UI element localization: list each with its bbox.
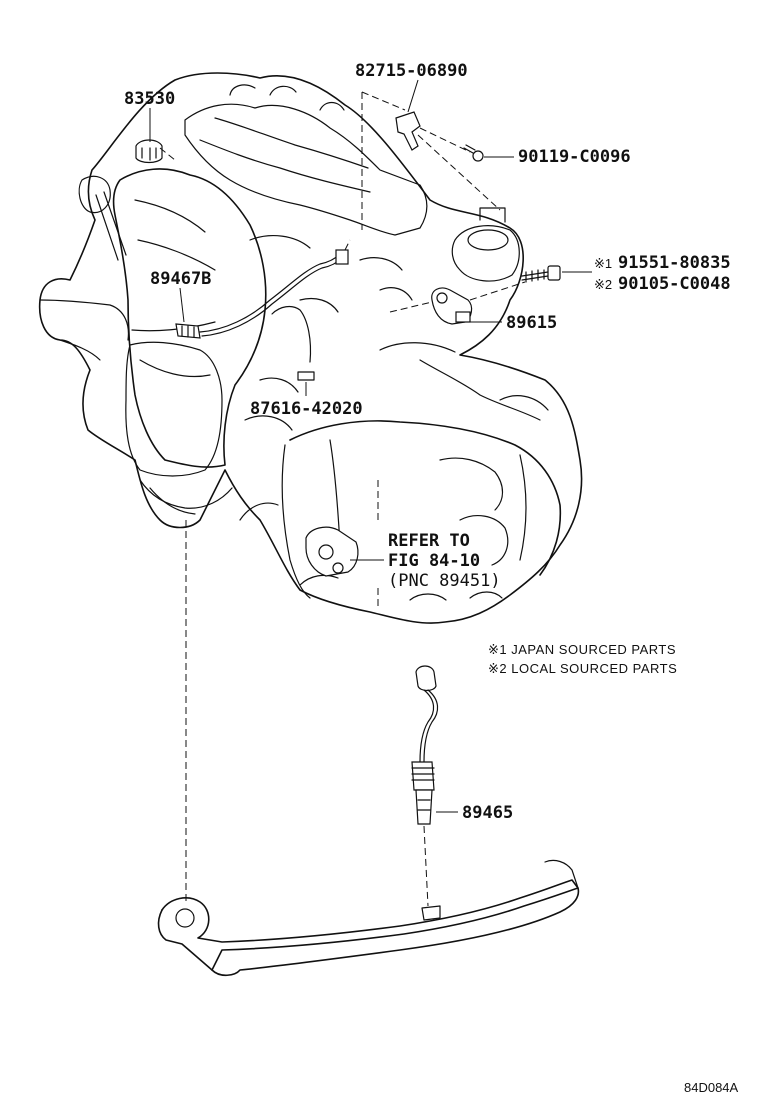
bolt-91551-icon xyxy=(521,265,561,283)
part-label-90105-c0048: 90105-C0048 xyxy=(618,274,731,294)
note-japan-sourced: ※1 JAPAN SOURCED PARTS xyxy=(488,642,676,657)
wire-protector-icon xyxy=(271,305,315,381)
locator-lines xyxy=(159,91,526,907)
knock-sensor-icon xyxy=(431,287,473,325)
part-label-89615: 89615 xyxy=(506,313,557,333)
air-fuel-sensor-icon xyxy=(175,249,349,339)
wire-harness-clamp-icon xyxy=(395,111,421,151)
part-label-90119-c0096: 90119-C0096 xyxy=(518,147,631,167)
speed-sensor-icon xyxy=(305,526,359,577)
part-label-91551-80835: 91551-80835 xyxy=(618,253,731,273)
part-label-89465: 89465 xyxy=(462,803,513,823)
part-label-87616-42020: 87616-42020 xyxy=(250,399,363,419)
drawing-code: 84D084A xyxy=(684,1080,739,1095)
bolt-90119-icon xyxy=(463,144,484,162)
oxygen-sensor-icon xyxy=(411,665,439,825)
part-mark-1: ※1 xyxy=(594,256,612,271)
exhaust-pipe xyxy=(157,859,580,977)
part-label-83530: 83530 xyxy=(124,89,175,109)
part-label-82715-06890: 82715-06890 xyxy=(355,61,468,81)
part-mark-2: ※2 xyxy=(594,277,612,292)
oil-pressure-switch-icon xyxy=(135,139,163,164)
refer-to-line-3: (PNC 89451) xyxy=(388,571,501,591)
engine-assembly xyxy=(38,72,583,624)
note-local-sourced: ※2 LOCAL SOURCED PARTS xyxy=(488,661,677,676)
refer-to-line-1: REFER TO xyxy=(388,531,470,551)
part-label-89467b: 89467B xyxy=(150,269,211,289)
refer-to-line-2: FIG 84-10 xyxy=(388,551,480,571)
leader-lines xyxy=(149,79,592,813)
